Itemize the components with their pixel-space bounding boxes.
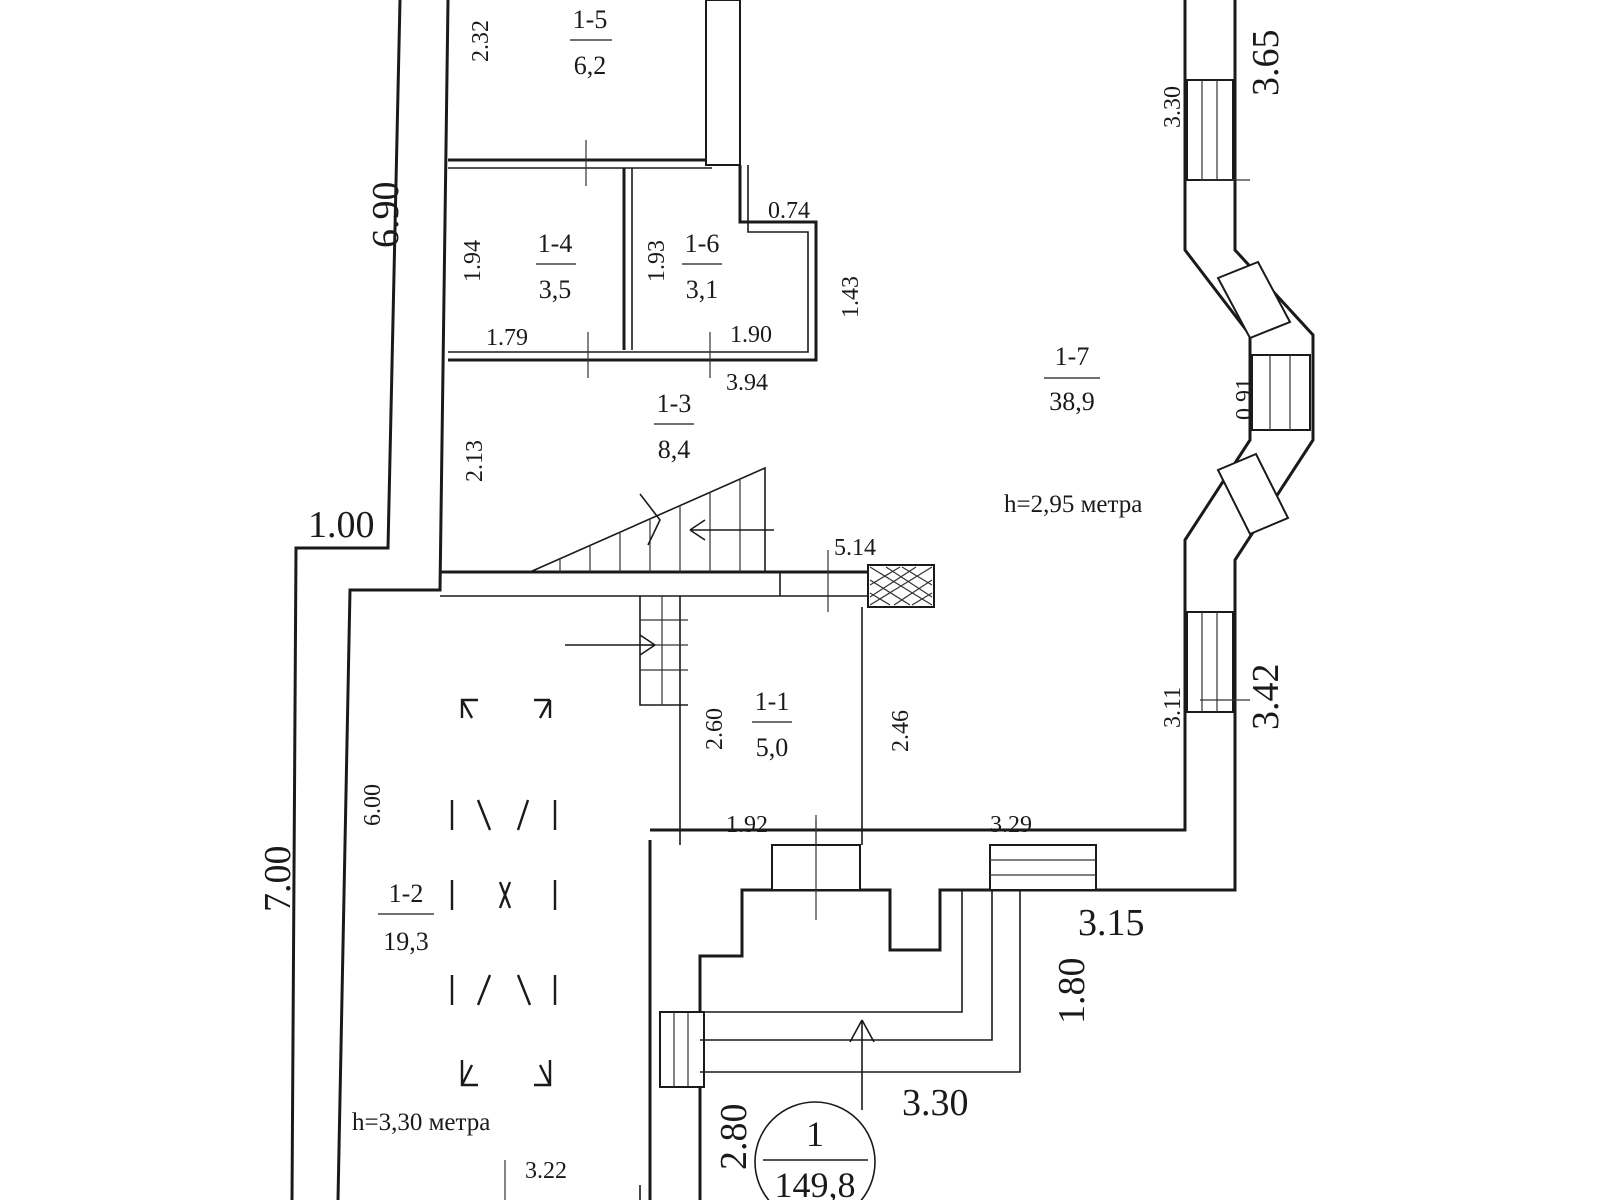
dimension: 3.42 bbox=[1245, 664, 1287, 731]
window bbox=[1186, 79, 1234, 181]
window bbox=[1251, 354, 1311, 431]
dimension: 6.00 bbox=[360, 784, 386, 826]
dimension: 1.93 bbox=[644, 240, 670, 282]
room-area: 8,4 bbox=[658, 435, 691, 464]
room-area: 6,2 bbox=[574, 51, 607, 80]
garage-markings bbox=[450, 698, 557, 1087]
room-id: 1-2 bbox=[389, 879, 424, 908]
dimension: 2.46 bbox=[888, 710, 914, 752]
room-id: 1-5 bbox=[573, 5, 608, 34]
dimension: 3.29 bbox=[990, 812, 1032, 838]
dimension: 1.92 bbox=[726, 812, 768, 838]
dimension-labels: 0.74 1.79 1.90 3.94 1.00 5.14 1.92 3.29 … bbox=[308, 198, 1145, 1184]
dimension: 3.22 bbox=[525, 1158, 567, 1184]
window bbox=[989, 844, 1097, 891]
staircase bbox=[529, 466, 774, 706]
dimension: 0.74 bbox=[768, 198, 810, 224]
interior-walls bbox=[440, 0, 935, 845]
room-id: 1-4 bbox=[538, 229, 573, 258]
room-area: 5,0 bbox=[756, 733, 789, 762]
room-id: 1-3 bbox=[657, 389, 692, 418]
dimension: 3.15 bbox=[1078, 902, 1145, 944]
dimension: 0.91 bbox=[1232, 378, 1258, 420]
floor-total-area: 149,8 bbox=[775, 1165, 856, 1200]
outer-walls bbox=[290, 0, 652, 1200]
dimension: 6.90 bbox=[365, 182, 407, 249]
window bbox=[1216, 260, 1292, 340]
tick-marks bbox=[504, 140, 1250, 1200]
ceiling-height-note: h=2,95 метра bbox=[1004, 491, 1142, 518]
window bbox=[659, 1011, 705, 1088]
dimension: 2.32 bbox=[468, 20, 494, 62]
dimension: 1.90 bbox=[730, 322, 772, 348]
room-labels: 1-5 6,2 1-4 3,5 1-6 3,1 1-3 8,4 1-7 38,9… bbox=[352, 5, 1142, 1136]
dimension: 2.80 bbox=[713, 1104, 755, 1171]
dimension: 2.13 bbox=[462, 440, 488, 482]
room-area: 19,3 bbox=[383, 927, 429, 956]
bay-wall bbox=[650, 0, 1315, 1200]
window bbox=[1216, 452, 1290, 536]
room-area: 3,5 bbox=[539, 275, 572, 304]
dimension: 1.94 bbox=[460, 240, 486, 282]
floor-badge: 1 149,8 bbox=[754, 1101, 876, 1200]
dimension: 1.79 bbox=[486, 325, 528, 351]
dimension: 7.00 bbox=[257, 846, 299, 913]
porch bbox=[700, 820, 1021, 1110]
room-id: 1-7 bbox=[1055, 342, 1090, 371]
room-area: 3,1 bbox=[686, 275, 719, 304]
floor-number: 1 bbox=[806, 1114, 824, 1154]
chimney-block bbox=[705, 0, 741, 166]
dimension: 3.94 bbox=[726, 370, 768, 396]
dimension: 1.80 bbox=[1051, 958, 1093, 1025]
dimension: 3.30 bbox=[1160, 86, 1186, 128]
dimension: 3.11 bbox=[1160, 687, 1186, 728]
dimension: 5.14 bbox=[834, 535, 876, 561]
dimension: 1.00 bbox=[308, 504, 375, 546]
ceiling-height-note: h=3,30 метра bbox=[352, 1109, 490, 1136]
dimension: 3.65 bbox=[1245, 30, 1287, 97]
dimension: 3.30 bbox=[902, 1082, 969, 1124]
dimension-labels-vertical: 2.32 6.90 1.94 1.93 1.43 2.13 2.60 2.46 … bbox=[257, 20, 1287, 1170]
room-id: 1-6 bbox=[685, 229, 720, 258]
dimension: 2.60 bbox=[702, 708, 728, 750]
room-id: 1-1 bbox=[755, 687, 790, 716]
dimension: 1.43 bbox=[838, 276, 864, 318]
room-area: 38,9 bbox=[1049, 387, 1095, 416]
window bbox=[1186, 611, 1234, 713]
